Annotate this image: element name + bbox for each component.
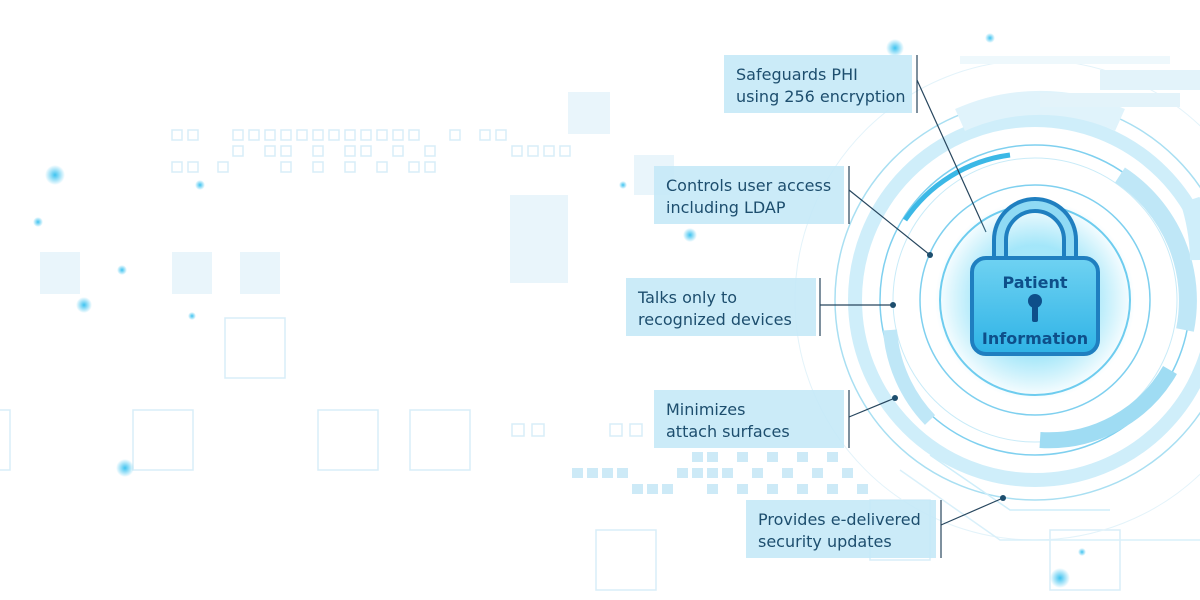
callout-text-line2: recognized devices bbox=[638, 310, 792, 329]
callout-text-line1: Talks only to bbox=[638, 288, 738, 307]
lock-label-patient: Patient bbox=[1002, 273, 1068, 292]
decorative-filled-squares bbox=[40, 92, 674, 294]
callout-security-updates: Provides e-delivered security updates bbox=[746, 500, 936, 558]
callout-recognized-devices: Talks only to recognized devices bbox=[626, 278, 816, 336]
decorative-pixel-bars bbox=[572, 452, 868, 494]
callout-text-line1: Safeguards PHI bbox=[736, 65, 858, 84]
callout-text-line1: Minimizes bbox=[666, 400, 746, 419]
callout-text-line1: Provides e-delivered bbox=[758, 510, 921, 529]
padlock-icon bbox=[970, 197, 1100, 356]
glow-dots bbox=[33, 33, 1086, 588]
lock-label-information: Information bbox=[981, 329, 1089, 348]
callout-text-line1: Controls user access bbox=[666, 176, 832, 195]
decorative-squares bbox=[0, 129, 1121, 591]
connector-dots bbox=[890, 252, 1006, 501]
callout-text-line2: attach surfaces bbox=[666, 422, 790, 441]
callout-text-line2: using 256 encryption bbox=[736, 87, 906, 106]
callout-minimizes-surfaces: Minimizes attach surfaces bbox=[654, 390, 844, 448]
connector-brackets bbox=[819, 55, 942, 558]
callout-text-line2: security updates bbox=[758, 532, 892, 551]
callout-controls-user-access: Controls user access including LDAP bbox=[654, 166, 844, 224]
callout-safeguards-phi: Safeguards PHI using 256 encryption bbox=[724, 55, 912, 113]
callout-text-line2: including LDAP bbox=[666, 198, 786, 217]
connector-lines bbox=[820, 79, 1004, 526]
